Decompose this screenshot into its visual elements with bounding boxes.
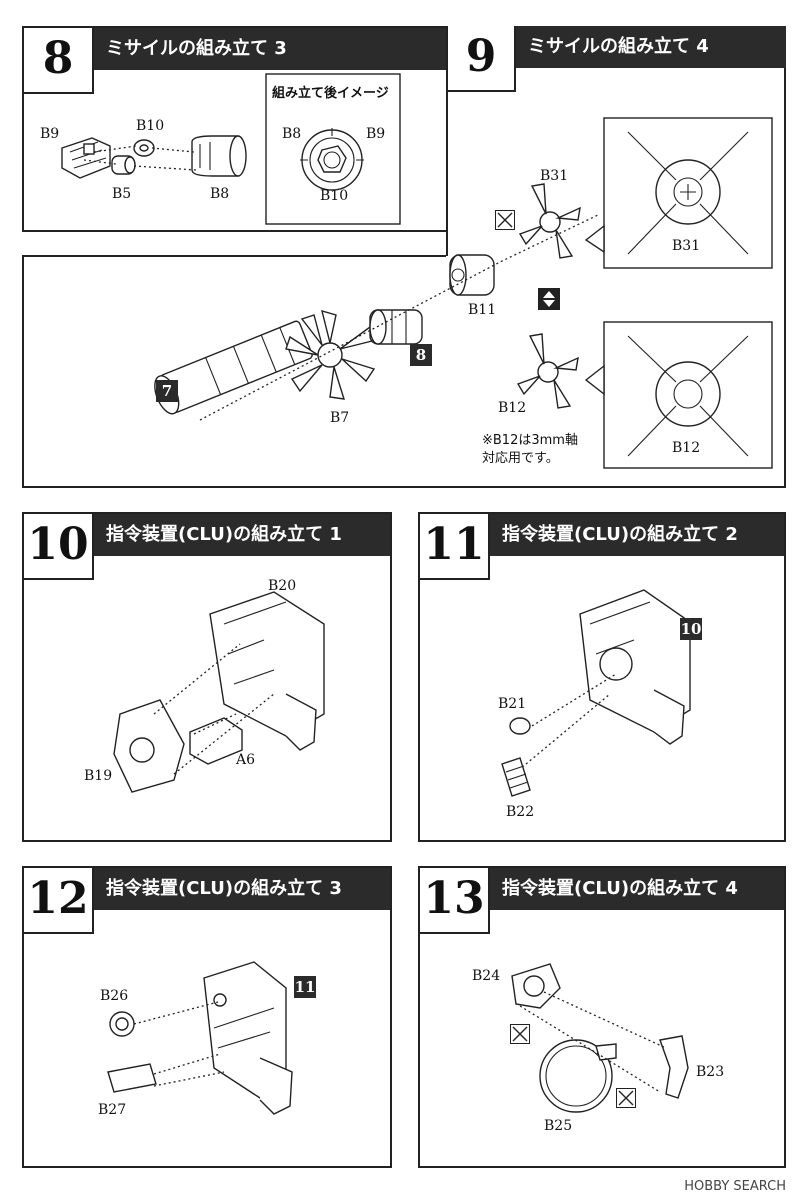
step-12-number: 12 <box>24 868 94 934</box>
part-label-b22: B22 <box>506 804 535 820</box>
step-13-number: 13 <box>420 868 490 934</box>
no-cement-icon-13a <box>510 1024 530 1044</box>
part-label-b12: B12 <box>498 400 527 416</box>
b12-note: ※B12は3mm軸 対応用です。 <box>482 432 578 468</box>
step-13-panel: 13 指令装置(CLU)の組み立て 4 B24 B23 B25 <box>418 866 786 1168</box>
step-8-title: ミサイルの組み立て 3 <box>106 38 287 59</box>
part-label-b26: B26 <box>100 988 129 1004</box>
no-cement-icon-13b <box>616 1088 636 1108</box>
part-label-b25: B25 <box>544 1118 573 1134</box>
step-11-number: 11 <box>420 514 490 580</box>
ref-step-8: 8 <box>410 344 432 366</box>
step-10-number: 10 <box>24 514 94 580</box>
part-label-b20: B20 <box>268 578 297 594</box>
part-label-a6: A6 <box>236 752 256 768</box>
step-9-title: ミサイルの組み立て 4 <box>528 36 709 57</box>
b12-note-line1: ※B12は3mm軸 <box>482 433 578 448</box>
step-12-panel: 12 指令装置(CLU)の組み立て 3 11 B26 B27 <box>22 866 392 1168</box>
step-9-header-box: 9 ミサイルの組み立て 4 <box>446 26 786 258</box>
ref-step-10: 10 <box>680 618 702 640</box>
inset-label-b8: B8 <box>282 126 302 142</box>
step-12-illustration <box>107 961 293 1115</box>
part-label-b19: B19 <box>84 768 113 784</box>
part-label-b24: B24 <box>472 968 501 984</box>
inset-label-b10: B10 <box>320 188 349 204</box>
part-label-b5: B5 <box>112 186 132 202</box>
inset-label-b9: B9 <box>366 126 386 142</box>
step-11-panel: 11 指令装置(CLU)の組み立て 2 10 B21 B22 <box>418 512 786 842</box>
part-label-b11: B11 <box>468 302 497 318</box>
inset-label-b12: B12 <box>672 440 701 456</box>
step-10-illustration <box>113 591 325 793</box>
watermark: HOBBY SEARCH <box>684 1179 786 1194</box>
ref-step-11: 11 <box>294 976 316 998</box>
step-8-header <box>24 28 446 70</box>
step-12-title: 指令装置(CLU)の組み立て 3 <box>106 878 342 899</box>
step-10-panel: 10 指令装置(CLU)の組み立て 1 B20 B19 A6 <box>22 512 392 842</box>
part-label-b7: B7 <box>330 410 350 426</box>
step-8-panel: 8 ミサイルの組み立て 3 B9 B10 B5 B8 組み立て後イメージ B8 … <box>22 26 448 232</box>
step-13-illustration <box>511 963 689 1113</box>
no-cement-icon <box>495 210 515 230</box>
step-8-number: 8 <box>24 28 94 94</box>
part-label-b27: B27 <box>98 1102 127 1118</box>
step-11-illustration <box>501 589 691 797</box>
inset-label-b31: B31 <box>672 238 701 254</box>
part-label-b9: B9 <box>40 126 60 142</box>
step-11-title: 指令装置(CLU)の組み立て 2 <box>502 524 738 545</box>
part-label-b31: B31 <box>540 168 569 184</box>
part-label-b21: B21 <box>498 696 527 712</box>
b12-note-line2: 対応用です。 <box>482 451 559 466</box>
inset-title: 組み立て後イメージ <box>272 86 389 101</box>
step-9-number: 9 <box>446 26 516 92</box>
step-10-title: 指令装置(CLU)の組み立て 1 <box>106 524 342 545</box>
part-label-b8: B8 <box>210 186 230 202</box>
part-label-b10: B10 <box>136 118 165 134</box>
step-13-title: 指令装置(CLU)の組み立て 4 <box>502 878 738 899</box>
ref-step-7: 7 <box>156 380 178 402</box>
step-8-illustration <box>61 73 401 225</box>
part-label-b23: B23 <box>696 1064 725 1080</box>
